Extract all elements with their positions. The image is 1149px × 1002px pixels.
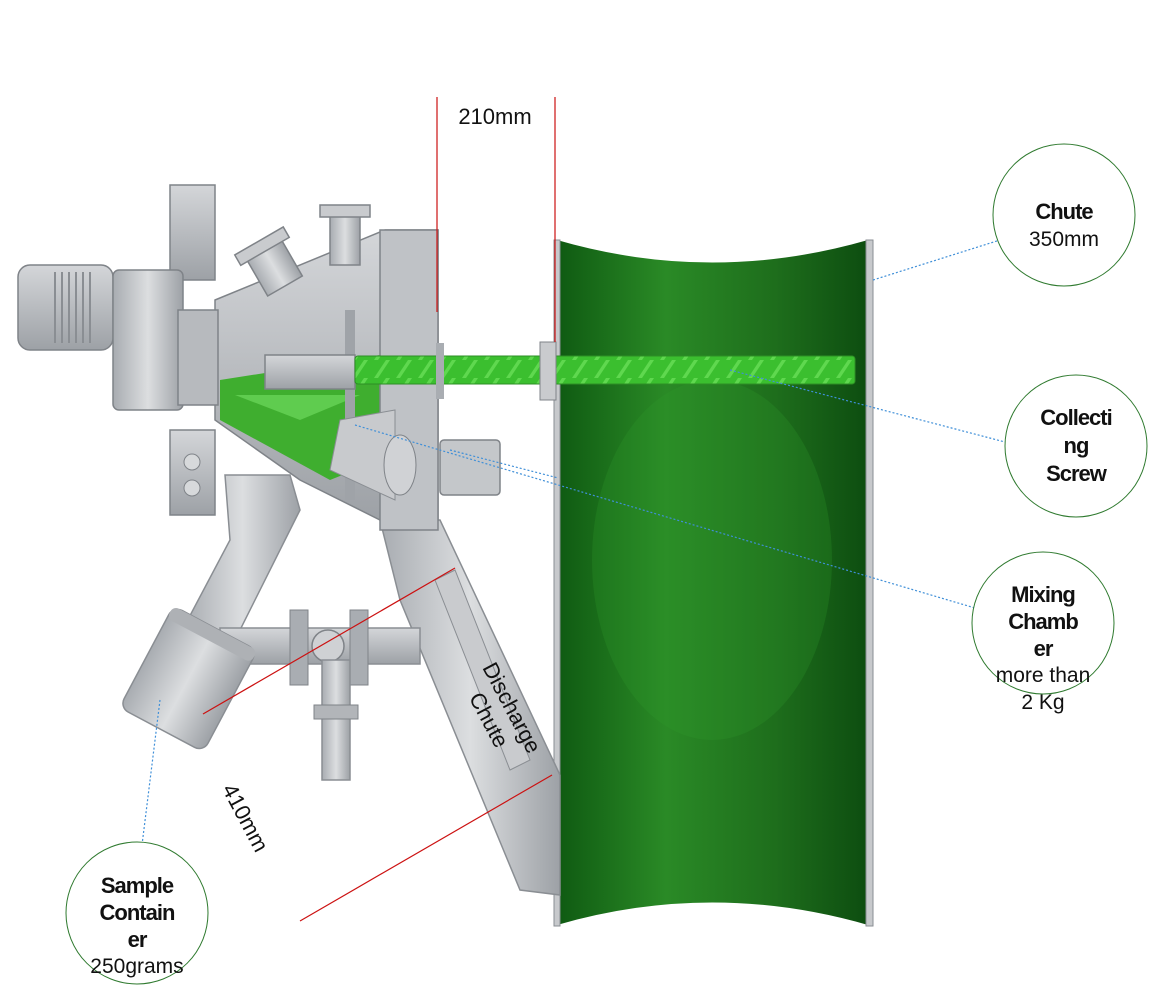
dimension-lines	[202, 97, 556, 922]
chute-callout: Chute 350mm	[994, 198, 1134, 254]
collecting-screw-callout: Collecti ng Screw	[1006, 404, 1146, 488]
sample-branch-pipe	[183, 474, 421, 781]
inlet-ports	[233, 204, 371, 298]
chute-callout-title: Chute	[1035, 199, 1093, 224]
collecting-screw-line-1: Collecti	[1040, 405, 1112, 430]
drive-motor	[17, 184, 219, 516]
collecting-screw-line-3: Screw	[1046, 461, 1107, 486]
chute-callout-value: 350mm	[1028, 228, 1100, 251]
sample-container-value: 250grams	[90, 955, 184, 978]
leader-lines	[141, 239, 1006, 846]
sample-container-line-2: Contain	[99, 900, 176, 925]
mixing-chamber-callout: Mixing Chamb er more than 2 Kg	[973, 581, 1113, 716]
collecting-screw-line-2: ng	[1063, 433, 1090, 458]
callout-circles	[65, 143, 1148, 985]
width-dimension-label: 210mm	[458, 104, 532, 129]
mixing-chamber-line-3: er	[1033, 636, 1054, 661]
mixing-chamber-value-2: 2 Kg	[1021, 691, 1065, 714]
discharge-chute	[379, 519, 561, 896]
collecting-screw	[264, 341, 856, 401]
sample-container-line-3: er	[127, 927, 148, 952]
chute-cylinder	[553, 239, 874, 927]
sample-container-callout: Sample Contain er 250grams	[67, 872, 207, 980]
mixing-chamber-line-2: Chamb	[1008, 609, 1079, 634]
mixing-chamber-line-1: Mixing	[1011, 582, 1076, 607]
sample-container-line-1: Sample	[100, 873, 174, 898]
mixing-chamber-value-1: more than	[995, 664, 1091, 687]
sample-container	[122, 608, 256, 750]
